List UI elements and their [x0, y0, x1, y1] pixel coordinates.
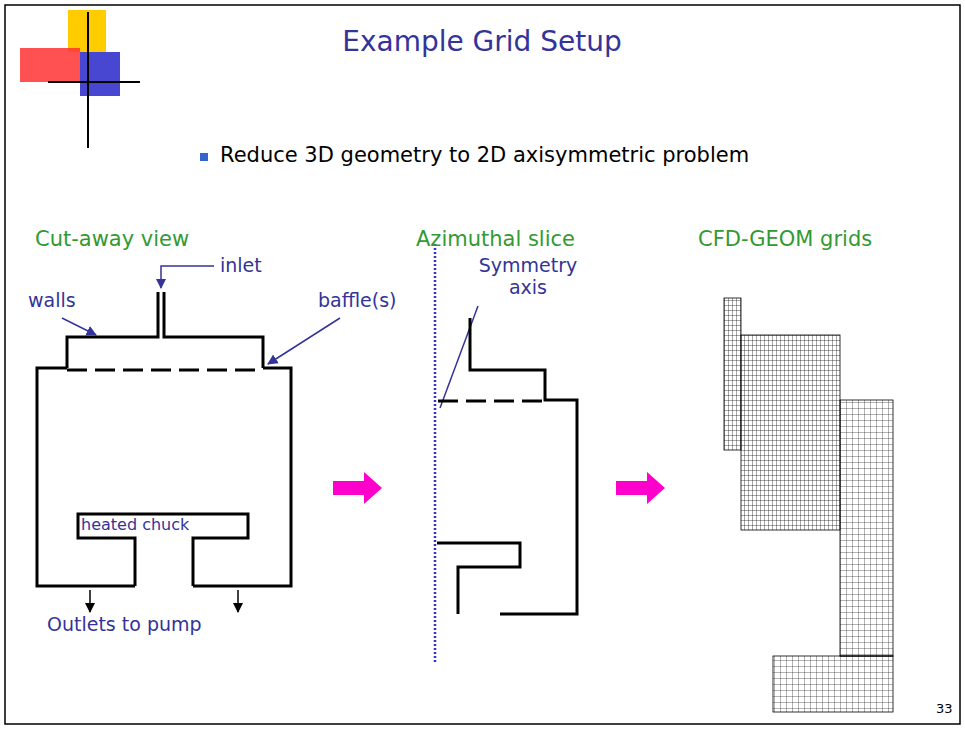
panel-heading: Cut-away view	[35, 227, 189, 251]
slide-title: Example Grid Setup	[342, 26, 622, 58]
flow-arrow	[333, 472, 665, 504]
part-label: Symmetry axis	[478, 255, 578, 299]
page-number: 33	[936, 702, 953, 717]
panel-heading: CFD-GEOM grids	[698, 227, 872, 251]
bullet-text: Reduce 3D geometry to 2D axisymmetric pr…	[220, 143, 749, 167]
bullet	[200, 153, 208, 161]
chamber-cutaway	[37, 292, 291, 586]
part-label: walls	[28, 290, 76, 312]
half-section	[437, 318, 577, 614]
logo	[20, 10, 140, 148]
leader-lines	[62, 266, 478, 408]
panel-heading: Azimuthal slice	[416, 227, 575, 251]
symmetry-axis	[434, 244, 437, 662]
part-label: baffle(s)	[318, 290, 397, 312]
part-label: inlet	[220, 255, 262, 277]
part-label: heated chuck	[81, 516, 189, 534]
slide-border	[5, 5, 960, 724]
part-label: Outlets to pump	[47, 614, 202, 636]
cfd-grid	[724, 298, 893, 712]
outlet-arrows	[90, 590, 238, 612]
